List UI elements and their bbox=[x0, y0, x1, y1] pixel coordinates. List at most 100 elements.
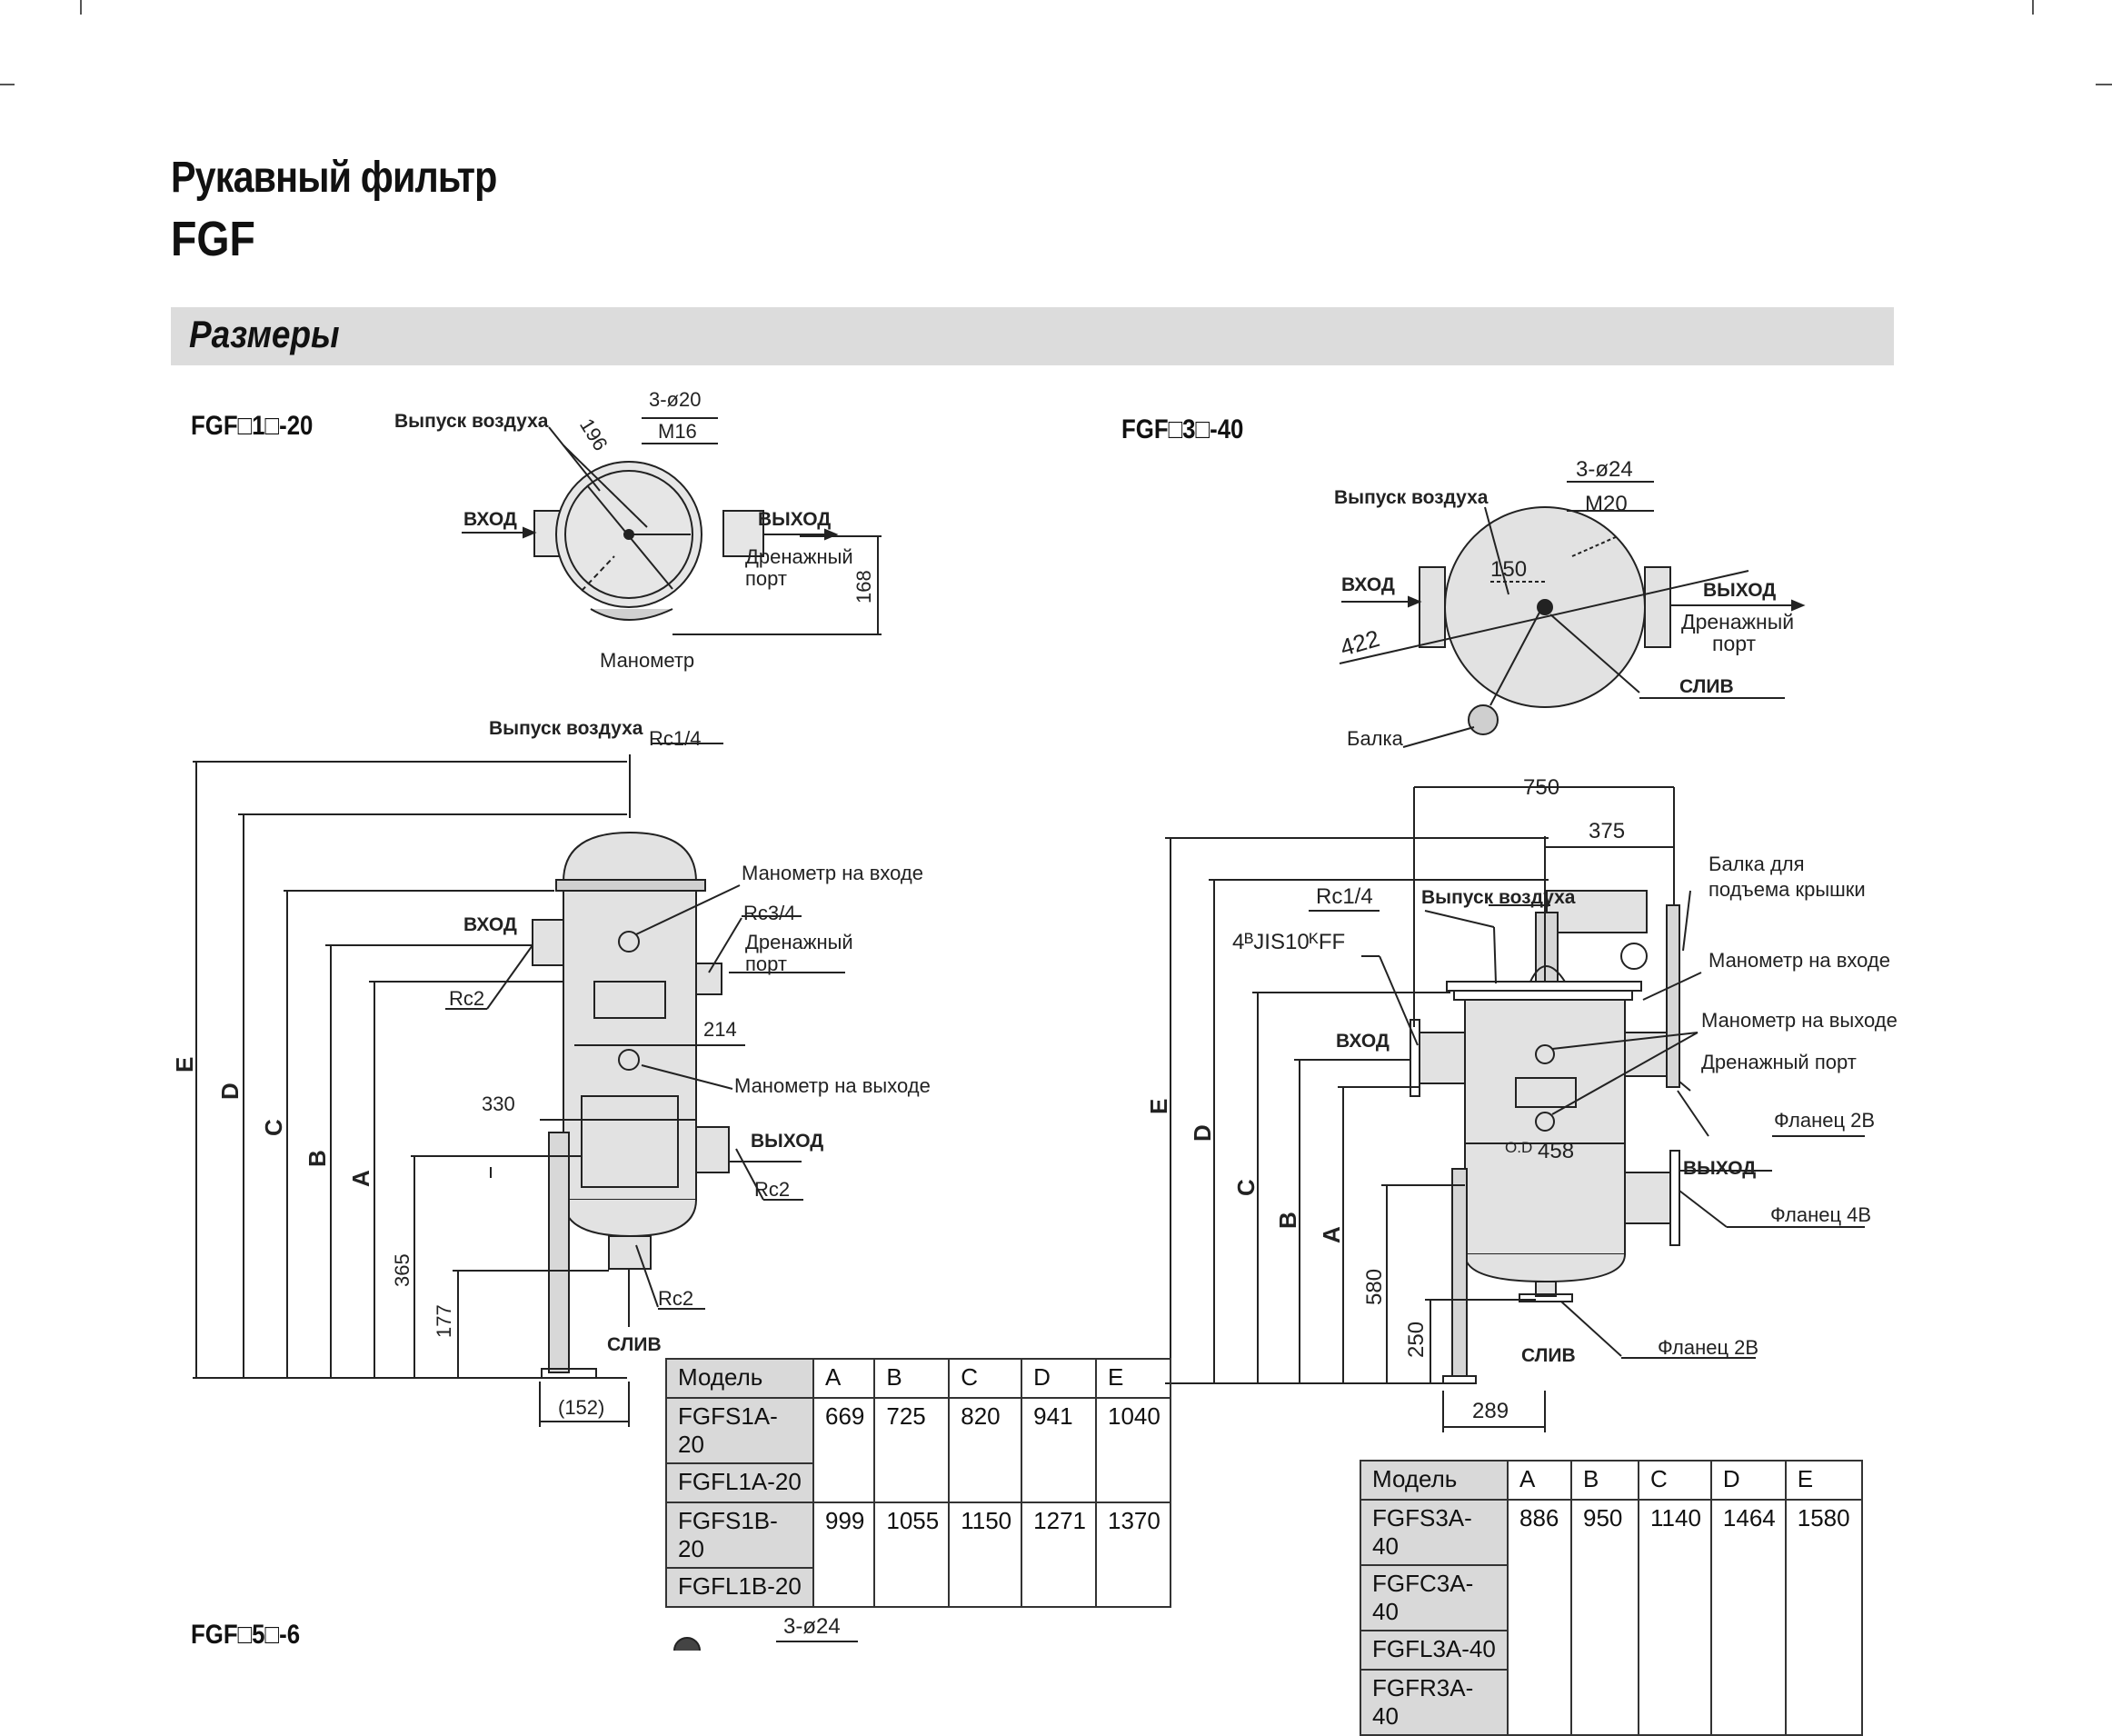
outlet-side-label: ВЫХОД bbox=[751, 1131, 823, 1152]
dim-365: 365 bbox=[391, 1253, 413, 1287]
table-cell: 1150 bbox=[948, 1502, 1023, 1568]
table-cell: FGFR3A-40 bbox=[1360, 1669, 1509, 1736]
table-cell: 1271 bbox=[1021, 1502, 1097, 1568]
right-drawing: 3-ø24 M20 Выпуск воздуха ВХОД 150 ВЫХОД … bbox=[1145, 457, 1898, 1432]
dim-250: 250 bbox=[1404, 1322, 1429, 1358]
table-header: A bbox=[812, 1358, 876, 1399]
table-cell: 1055 bbox=[873, 1502, 951, 1568]
gauge-out-label: Манометр на выходе bbox=[734, 1074, 931, 1097]
od-label: O.D bbox=[1505, 1139, 1532, 1156]
dimension-table-left: Модель A B C D E FGFS1A-20 669 725 820 9… bbox=[665, 1358, 1171, 1608]
table-cell: 1580 bbox=[1784, 1499, 1863, 1565]
air-release-right-label: Выпуск воздуха bbox=[1334, 487, 1489, 508]
table-header: D bbox=[1021, 1358, 1097, 1399]
dim-458: 458 bbox=[1538, 1139, 1574, 1163]
drain-side-right-label: СЛИВ bbox=[1521, 1345, 1576, 1366]
dim-A: A bbox=[347, 1170, 374, 1187]
crop-mark bbox=[2032, 0, 2034, 15]
rc2-a-label: Rc2 bbox=[449, 987, 484, 1010]
table-cell: 950 bbox=[1570, 1499, 1639, 1565]
drain-port-right-label: Дренажный порт bbox=[1701, 1051, 1857, 1073]
gauge-out-right-label: Манометр на выходе bbox=[1701, 1009, 1898, 1032]
table-header: B bbox=[873, 1358, 951, 1399]
table-cell: 1140 bbox=[1638, 1499, 1712, 1565]
flange-2b-label: Фланец 2B bbox=[1774, 1109, 1875, 1132]
inlet-side-label: ВХОД bbox=[463, 914, 517, 935]
rc2-c-label: Rc2 bbox=[658, 1287, 693, 1310]
gauge-label: Манометр bbox=[600, 649, 694, 672]
table-row: FGFL1A-20 bbox=[665, 1462, 1171, 1503]
rc2-b-label: Rc2 bbox=[754, 1178, 790, 1201]
table-row: FGFS3A-40 886 950 1140 1464 1580 bbox=[1360, 1499, 1863, 1566]
rc34-label: Rc3/4 bbox=[743, 902, 795, 924]
table-row: FGFS1B-20 999 1055 1150 1271 1370 bbox=[665, 1502, 1171, 1569]
jis-label: 4ᴮJIS10ᴷFF bbox=[1232, 930, 1345, 954]
model-label-bottom: FGF□5□-6 bbox=[191, 1620, 301, 1650]
dim-214: 214 bbox=[703, 1018, 737, 1041]
thread-label-right: M20 bbox=[1585, 492, 1628, 516]
drain-side-label-2: порт bbox=[745, 953, 787, 975]
dim-750: 750 bbox=[1523, 775, 1559, 800]
air-release-side-label: Выпуск воздуха bbox=[489, 718, 643, 739]
rc14-label: Rc1/4 bbox=[649, 727, 701, 750]
table-header: E bbox=[1784, 1460, 1863, 1501]
flange-2b-bottom-label: Фланец 2B bbox=[1658, 1336, 1758, 1359]
crop-mark bbox=[80, 0, 82, 15]
dimension-table-right: Модель A B C D E FGFS3A-40 886 950 1140 … bbox=[1360, 1460, 1863, 1736]
table-cell: 941 bbox=[1021, 1397, 1097, 1463]
dim-B-right: B bbox=[1274, 1212, 1301, 1229]
table-header: C bbox=[948, 1358, 1023, 1399]
table-cell: 1040 bbox=[1095, 1397, 1171, 1463]
table-row: FGFS1A-20 669 725 820 941 1040 bbox=[665, 1397, 1171, 1464]
rc14-right-label: Rc1/4 bbox=[1316, 884, 1373, 909]
left-drawing: Выпуск воздуха 3-ø20 M16 196 ВХОД ВЫХОД … bbox=[171, 388, 931, 1651]
table-cell: 820 bbox=[948, 1397, 1023, 1463]
table-header: D bbox=[1709, 1460, 1787, 1501]
table-cell: 725 bbox=[873, 1397, 951, 1463]
outlet-right-label: ВЫХОД bbox=[1703, 580, 1776, 601]
dim-D-right: D bbox=[1189, 1124, 1216, 1142]
dim-C: C bbox=[260, 1119, 287, 1136]
table-cell: 999 bbox=[812, 1502, 876, 1568]
thread-label: M16 bbox=[658, 420, 697, 443]
page-title: Рукавный фильтр bbox=[171, 154, 497, 202]
table-cell: FGFC3A-40 bbox=[1360, 1564, 1509, 1631]
table-cell: FGFS1A-20 bbox=[665, 1397, 814, 1464]
dim-C-right: C bbox=[1232, 1179, 1260, 1196]
drain-right-label: Дренажный bbox=[1681, 610, 1794, 634]
beam-lift-label: Балка для bbox=[1709, 853, 1805, 875]
model-label-right: FGF□3□-40 bbox=[1121, 414, 1244, 444]
crop-mark bbox=[0, 84, 15, 85]
table-cell: 1370 bbox=[1095, 1502, 1171, 1568]
dim-150: 150 bbox=[1490, 557, 1527, 582]
holes-label: 3-ø20 bbox=[649, 388, 701, 411]
table-header-row: Модель A B C D E bbox=[1360, 1460, 1863, 1501]
section-title: Размеры bbox=[189, 313, 340, 355]
table-header: E bbox=[1095, 1358, 1171, 1399]
table-cell: 1464 bbox=[1709, 1499, 1787, 1565]
holes-label-right: 3-ø24 bbox=[1576, 457, 1633, 482]
table-row: FGFL1B-20 bbox=[665, 1567, 1171, 1608]
table-cell: FGFL1A-20 bbox=[665, 1462, 814, 1503]
page-subtitle: FGF bbox=[171, 212, 255, 266]
table-cell: FGFL1B-20 bbox=[665, 1567, 814, 1608]
drain-right-label-2: порт bbox=[1712, 632, 1757, 655]
table-row: FGFC3A-40 bbox=[1360, 1564, 1863, 1631]
outlet-side-right-label: ВЫХОД bbox=[1683, 1158, 1756, 1179]
beam-label: Балка bbox=[1347, 727, 1404, 750]
gauge-in-label: Манометр на входе bbox=[742, 862, 923, 884]
drain-label: СЛИВ bbox=[607, 1334, 662, 1355]
section-bar bbox=[171, 307, 1894, 365]
air-release-side-right-label: Выпуск воздуха bbox=[1421, 887, 1576, 908]
drain-port-label-2: порт bbox=[745, 567, 787, 590]
drain-side-label: Дренажный bbox=[745, 931, 853, 953]
beam-lift-label-2: подъема крышки bbox=[1709, 878, 1866, 901]
table-header-row: Модель A B C D E bbox=[665, 1358, 1171, 1399]
table-cell: FGFS1B-20 bbox=[665, 1502, 814, 1569]
table-header: A bbox=[1507, 1460, 1572, 1501]
dim-B: B bbox=[304, 1150, 331, 1167]
dim-375: 375 bbox=[1589, 819, 1625, 843]
inlet-label: ВХОД bbox=[463, 509, 517, 530]
dim-E: E bbox=[171, 1057, 198, 1073]
inlet-side-right-label: ВХОД bbox=[1336, 1031, 1390, 1052]
